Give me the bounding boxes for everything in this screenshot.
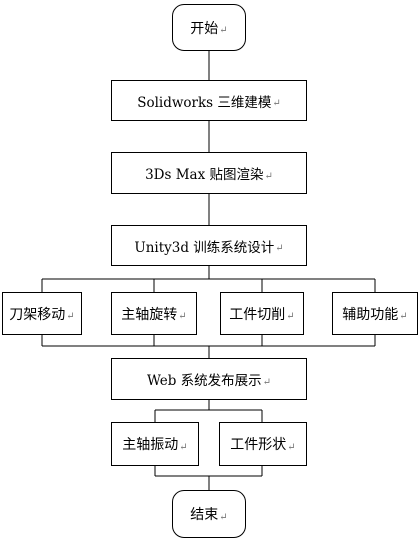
end-label: 结束 <box>190 507 219 523</box>
start-label: 开始 <box>190 20 219 37</box>
module-box: 刀架移动↵ <box>2 292 82 335</box>
display-box: 主轴振动↵ <box>111 422 199 466</box>
display-box: 工件形状↵ <box>219 422 307 466</box>
step-label: Web 系统发布展示 <box>146 373 262 389</box>
step-label: Solidworks 三维建模 <box>137 94 272 111</box>
paragraph-mark: ↵ <box>179 441 188 453</box>
step-unity3d-design: Unity3d 训练系统设计↵ <box>111 225 307 266</box>
end-node: 结束↵ <box>172 490 246 538</box>
module-label: 主轴旋转 <box>121 306 178 323</box>
paragraph-mark: ↵ <box>264 170 273 182</box>
paragraph-mark: ↵ <box>178 311 187 322</box>
start-node: 开始↵ <box>172 4 246 51</box>
display-label: 主轴振动 <box>122 437 179 453</box>
paragraph-mark: ↵ <box>272 98 281 109</box>
paragraph-mark: ↵ <box>399 311 408 322</box>
module-label: 辅助功能 <box>342 306 399 323</box>
paragraph-mark: ↵ <box>286 311 295 322</box>
step-label: 3Ds Max 贴图渲染 <box>145 167 264 183</box>
step-solidworks-modeling: Solidworks 三维建模↵ <box>111 80 307 121</box>
display-label: 工件形状 <box>230 437 287 453</box>
paragraph-mark: ↵ <box>275 243 284 254</box>
module-box: 主轴旋转↵ <box>111 292 197 335</box>
step-web-publish: Web 系统发布展示↵ <box>111 358 307 400</box>
module-box: 工件切削↵ <box>220 292 304 335</box>
paragraph-mark: ↵ <box>262 376 272 388</box>
module-label: 刀架移动 <box>9 306 66 323</box>
paragraph-mark: ↵ <box>66 311 75 322</box>
step-3dsmax-rendering: 3Ds Max 贴图渲染↵ <box>111 152 307 194</box>
paragraph-mark: ↵ <box>219 511 228 523</box>
module-label: 工件切削 <box>229 306 286 323</box>
paragraph-mark: ↵ <box>287 441 296 453</box>
step-label: Unity3d 训练系统设计 <box>134 239 275 256</box>
paragraph-mark: ↵ <box>219 25 228 36</box>
module-box: 辅助功能↵ <box>332 292 418 335</box>
